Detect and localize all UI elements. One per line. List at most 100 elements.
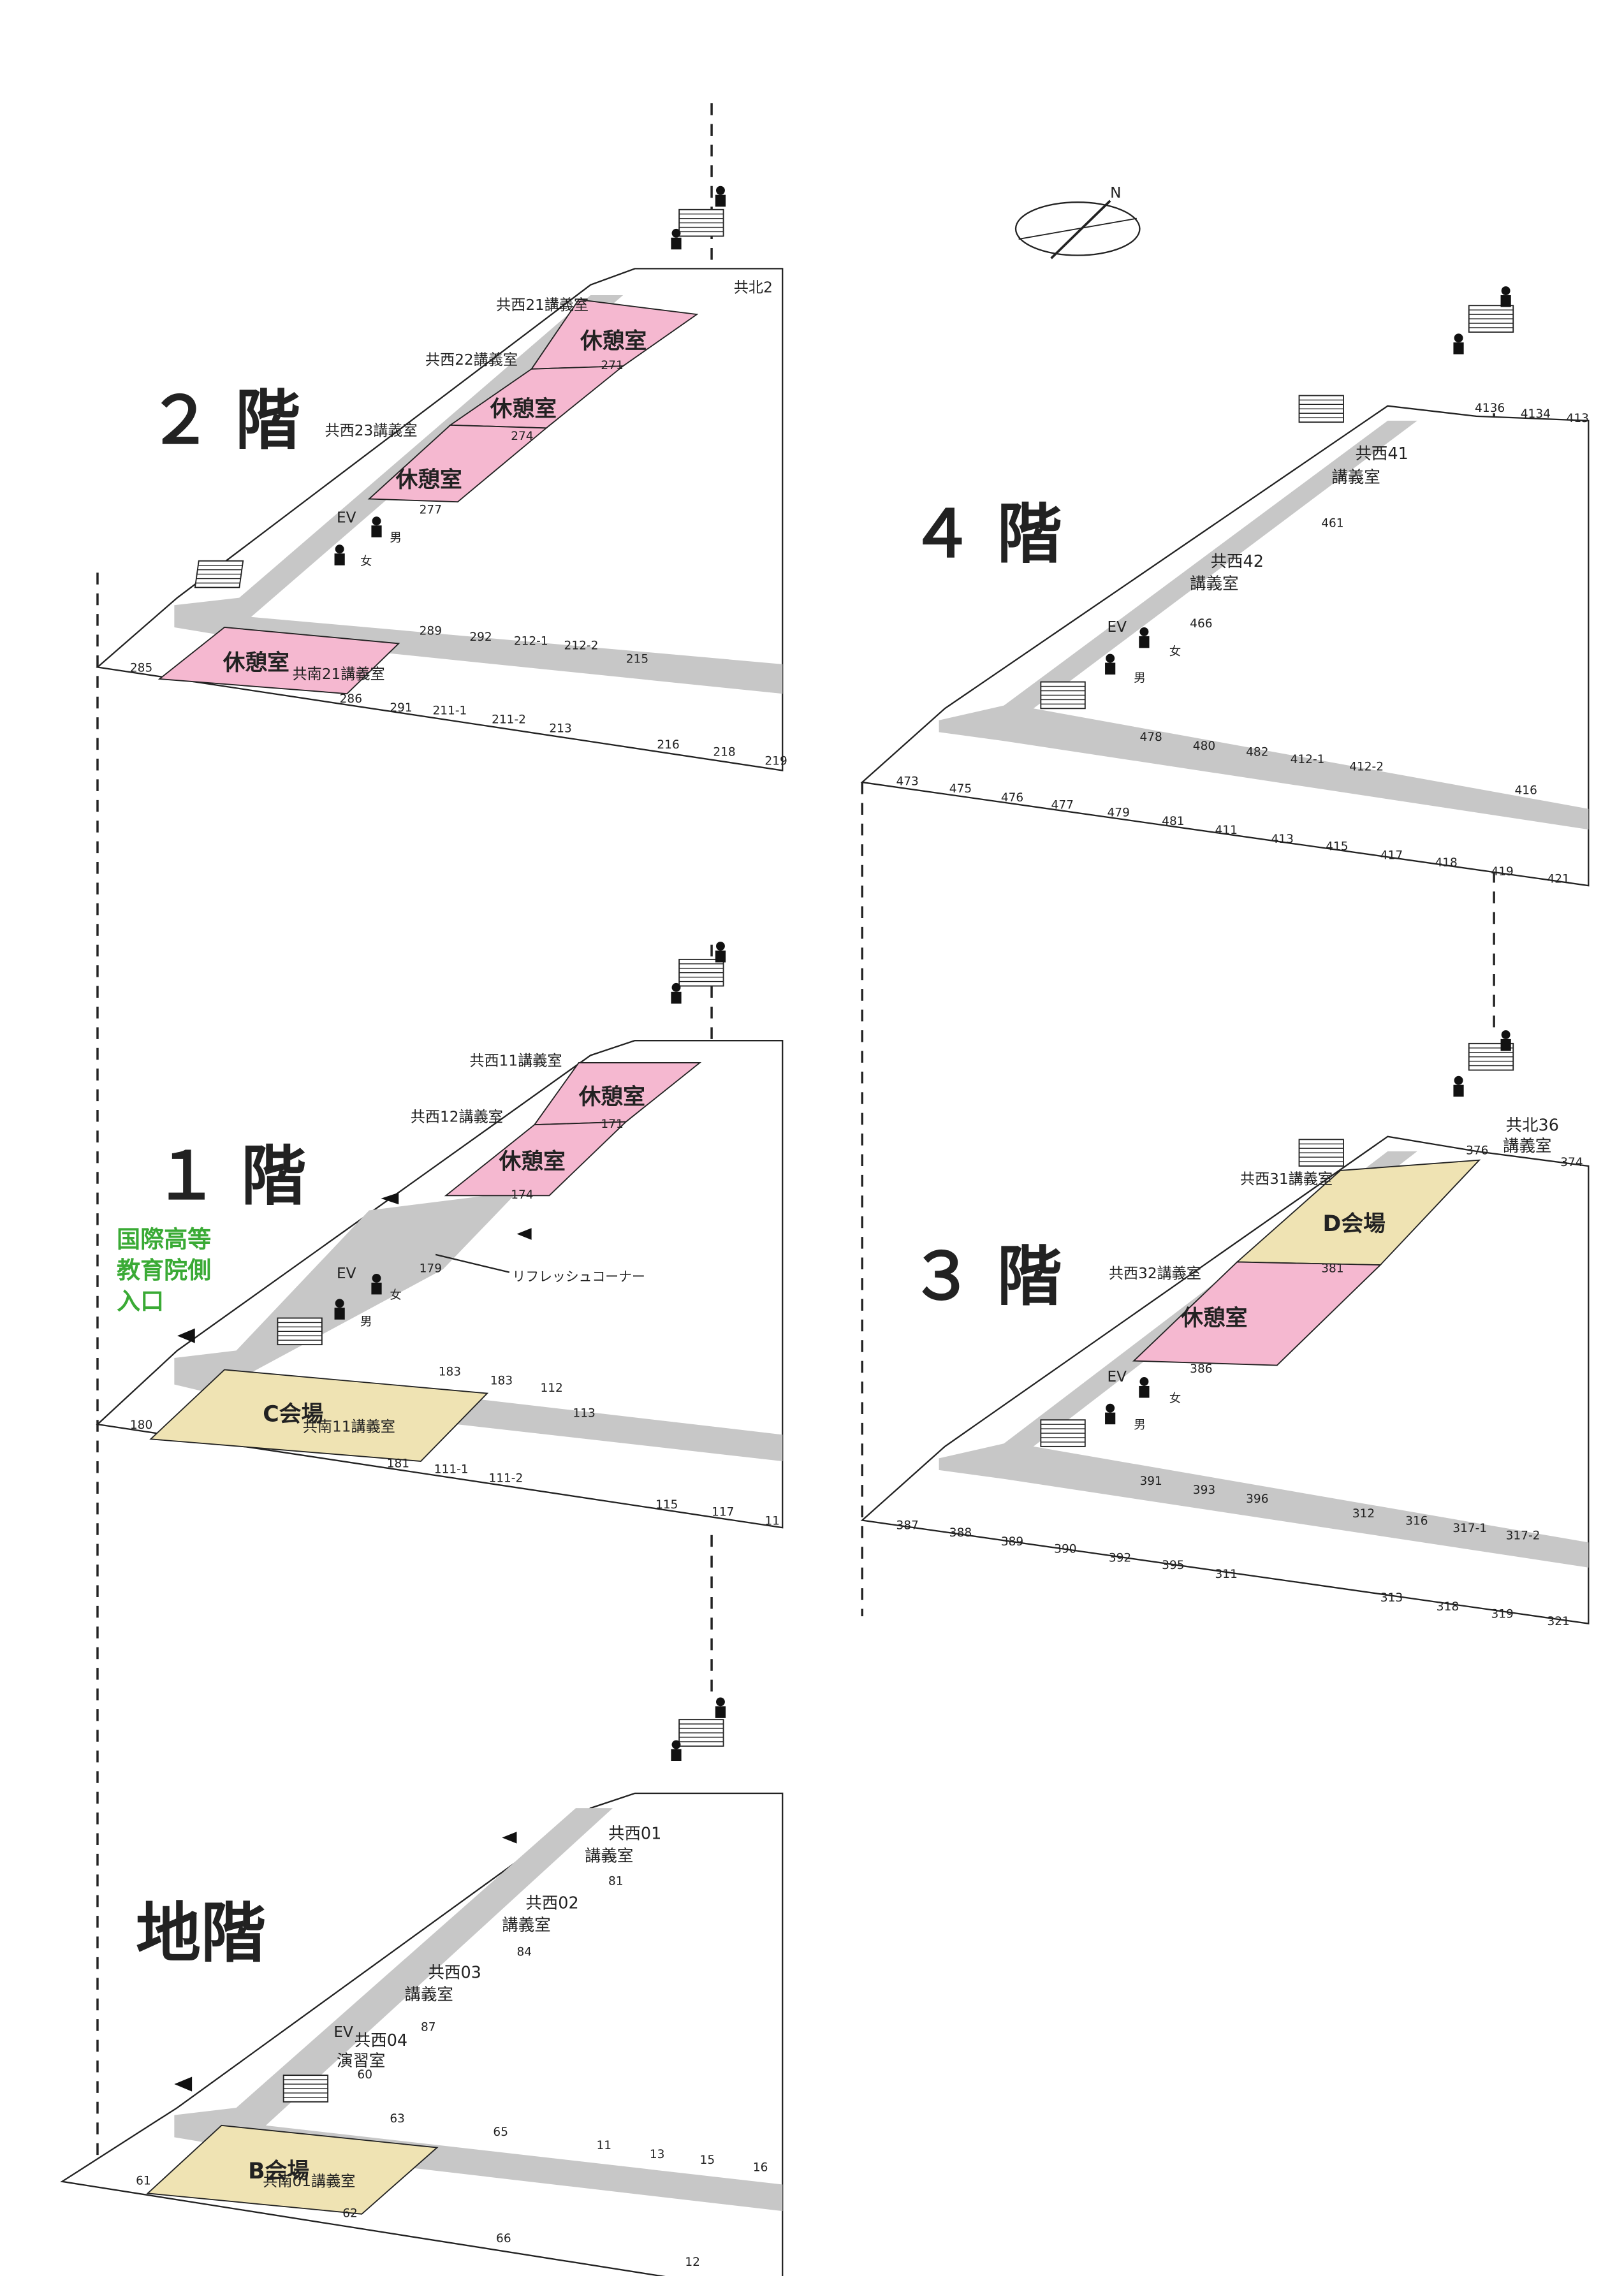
floor-3-label: ３ 階 (909, 1239, 1062, 1315)
toilet-female-label: 女 (1169, 1392, 1181, 1405)
room-number: 390 (1054, 1543, 1076, 1556)
room-number: 477 (1051, 799, 1074, 812)
rest-room-label: 休憩室 (499, 1149, 566, 1175)
room-number: 84 (516, 1946, 532, 1959)
room-number: 15 (700, 2154, 715, 2167)
room-number: 478 (1139, 731, 1162, 744)
room-number: 393 (1193, 1484, 1215, 1497)
floor-1-label: １ 階 (154, 1139, 306, 1215)
room-number: 415 (1326, 840, 1348, 854)
entrance-arrow-icon (174, 1192, 532, 2092)
west-room-label: 講義室 (1331, 468, 1380, 487)
room-number: 396 (1246, 1492, 1268, 1506)
toilet-male-label: 男 (1134, 1419, 1146, 1432)
room-number: 215 (626, 653, 648, 666)
room-number: 16 (753, 2161, 768, 2175)
venue-label: B会場 (248, 2159, 309, 2184)
room-number: 395 (1162, 1559, 1184, 1572)
room-number: 317-1 (1452, 1522, 1487, 1535)
ev-label: EV (1108, 1369, 1127, 1385)
rest-room-277 (367, 424, 548, 503)
floor-b-outline (60, 1792, 784, 2276)
ev-label: EV (1108, 619, 1127, 636)
room-number: 61 (136, 2174, 151, 2187)
room-number: 115 (655, 1498, 678, 1512)
hall-label: 共南01講義室 (263, 2173, 355, 2190)
west-room-label: 共西41 (1355, 444, 1408, 463)
room-number: 413 (1271, 833, 1294, 846)
venue-label: D会場 (1323, 1211, 1386, 1237)
room-number: 412-2 (1349, 761, 1384, 774)
room-number: 219 (764, 754, 787, 768)
west-room-label: 共西04 (355, 2031, 407, 2050)
room-number: 216 (657, 738, 679, 752)
room-number: 292 (469, 631, 492, 644)
room-number: 386 (1190, 1362, 1212, 1376)
room-number: 174 (511, 1188, 533, 1202)
room-number: 277 (420, 504, 442, 517)
hall-label: 共西23講義室 (325, 423, 417, 439)
room-number: 417 (1380, 849, 1403, 862)
room-number: 475 (949, 782, 972, 796)
rest-room-label: 休憩室 (395, 467, 462, 493)
room-number: 179 (420, 1262, 442, 1276)
venue-c (149, 1369, 489, 1462)
hall-label: 共南11講義室 (303, 1419, 395, 1436)
rest-room-285 (157, 626, 400, 695)
room-number: 389 (1001, 1535, 1023, 1549)
west-room-label: 講義室 (1190, 574, 1238, 594)
room-number: 319 (1491, 1607, 1513, 1621)
ev-label: EV (333, 2024, 353, 2041)
rest-room-label: 休憩室 (578, 1084, 645, 1110)
floor-4-outline (860, 405, 1590, 887)
toilet-female-label: 女 (390, 1288, 402, 1302)
room-number: 4136 (1475, 402, 1505, 415)
hall-label: 共西12講義室 (411, 1109, 503, 1126)
room-number: 413 (1567, 412, 1589, 425)
room-number: 481 (1162, 815, 1184, 828)
room-number: 387 (896, 1519, 918, 1533)
room-number: 63 (390, 2112, 405, 2126)
floor-3-outline (860, 1135, 1590, 1625)
floor-3-corridor (939, 1151, 1589, 1568)
hall-label: 共西32講義室 (1109, 1266, 1201, 1282)
floor-4-corridor (939, 420, 1589, 830)
room-number: 392 (1109, 1551, 1131, 1565)
toilet-male-label: 男 (1134, 672, 1146, 685)
room-number: 11 (764, 1515, 780, 1528)
room-number: 421 (1547, 872, 1569, 886)
floor-2-outline (96, 268, 784, 771)
room-number: 289 (420, 625, 442, 638)
room-number: 87 (421, 2021, 436, 2034)
floor-1: １ 階 休憩室 休憩室 C会場 共西11講義室 共西12講義室 共南11講義室 … (96, 942, 784, 1529)
hall-label: 共西11講義室 (469, 1053, 562, 1070)
west-room-label: 共西03 (428, 1963, 481, 1982)
room-number: 212-1 (514, 635, 548, 648)
room-number: 312 (1352, 1507, 1375, 1521)
room-number: 480 (1193, 740, 1215, 753)
room-number: 113 (573, 1407, 595, 1420)
floor-basement: 地階 B会場 共南01講義室 共西01 講義室 共西02 講義室 共西03 講義… (60, 1697, 784, 2276)
rest-room-174 (444, 1121, 628, 1197)
room-number: 180 (130, 1419, 152, 1432)
compass-label: N (1110, 185, 1121, 201)
room-number: 311 (1215, 1568, 1238, 1581)
toilet-male-label: 男 (390, 532, 402, 545)
room-number: 461 (1321, 517, 1343, 530)
west-room-label: 共西42 (1211, 552, 1264, 571)
room-number: 321 (1547, 1615, 1569, 1628)
room-number: 181 (387, 1457, 409, 1470)
floor-4-label: ４ 階 (909, 497, 1062, 573)
room-number: 476 (1001, 791, 1023, 805)
room-number: 411 (1215, 824, 1238, 837)
toilet-female-label: 女 (1169, 645, 1181, 659)
room-number: 13 (650, 2148, 665, 2161)
room-number: 374 (1560, 1156, 1583, 1169)
rest-room-label: 休憩室 (1180, 1305, 1247, 1331)
room-number: 66 (496, 2232, 511, 2245)
venue-label: C会場 (263, 1402, 323, 1427)
rest-room-label: 休憩室 (580, 328, 647, 354)
room-number: 81 (608, 1874, 624, 1888)
room-number: 213 (549, 722, 571, 735)
compass-icon: N (1014, 185, 1141, 259)
